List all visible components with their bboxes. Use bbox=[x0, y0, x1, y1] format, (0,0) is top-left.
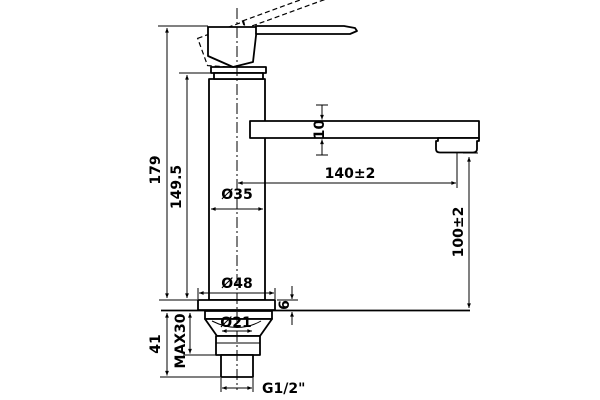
dim-spout-thickness: 10 bbox=[312, 104, 328, 156]
overall-height-label: 179 bbox=[148, 155, 164, 184]
collar-lower bbox=[213, 72, 264, 80]
dim-body-height: 149.5 bbox=[169, 74, 189, 299]
dim-base-diameter: Ø48 bbox=[198, 276, 275, 295]
shank-diameter-label: Ø21 bbox=[220, 315, 251, 331]
mixer-head bbox=[207, 26, 258, 68]
outlet-height-label: 100±2 bbox=[451, 207, 467, 258]
shank-length-label: 41 bbox=[148, 334, 164, 353]
lever-handle bbox=[255, 25, 358, 35]
dim-overall-height: 179 bbox=[148, 27, 169, 299]
spout-reach-label: 140±2 bbox=[325, 166, 376, 182]
dim-shank-length: 41 bbox=[148, 312, 169, 376]
dim-plate-thickness: 6 bbox=[277, 286, 294, 325]
extension-lines bbox=[158, 25, 478, 392]
body-diameter-label: Ø35 bbox=[221, 187, 252, 203]
dim-outlet-height: 100±2 bbox=[451, 156, 471, 309]
spout-thickness-label: 10 bbox=[312, 120, 328, 140]
aerator bbox=[435, 137, 480, 154]
dim-body-diameter: Ø35 bbox=[210, 187, 264, 211]
thread-size-label: G1/2" bbox=[262, 381, 305, 397]
spout-tube bbox=[249, 120, 480, 139]
mounting-hardware bbox=[204, 310, 273, 378]
dim-thread-size: G1/2" bbox=[221, 381, 305, 397]
dim-shank-diameter: Ø21 bbox=[220, 315, 253, 333]
max-mounting-thickness-label: MAX30 bbox=[173, 313, 189, 368]
base-diameter-label: Ø48 bbox=[221, 276, 252, 292]
dim-max-mounting-thickness: MAX30 bbox=[173, 312, 192, 369]
body-height-label: 149.5 bbox=[169, 165, 185, 209]
mounting-nut bbox=[215, 335, 261, 356]
plate-thickness-label: 6 bbox=[277, 300, 293, 310]
dim-spout-reach: 140±2 bbox=[237, 166, 457, 185]
